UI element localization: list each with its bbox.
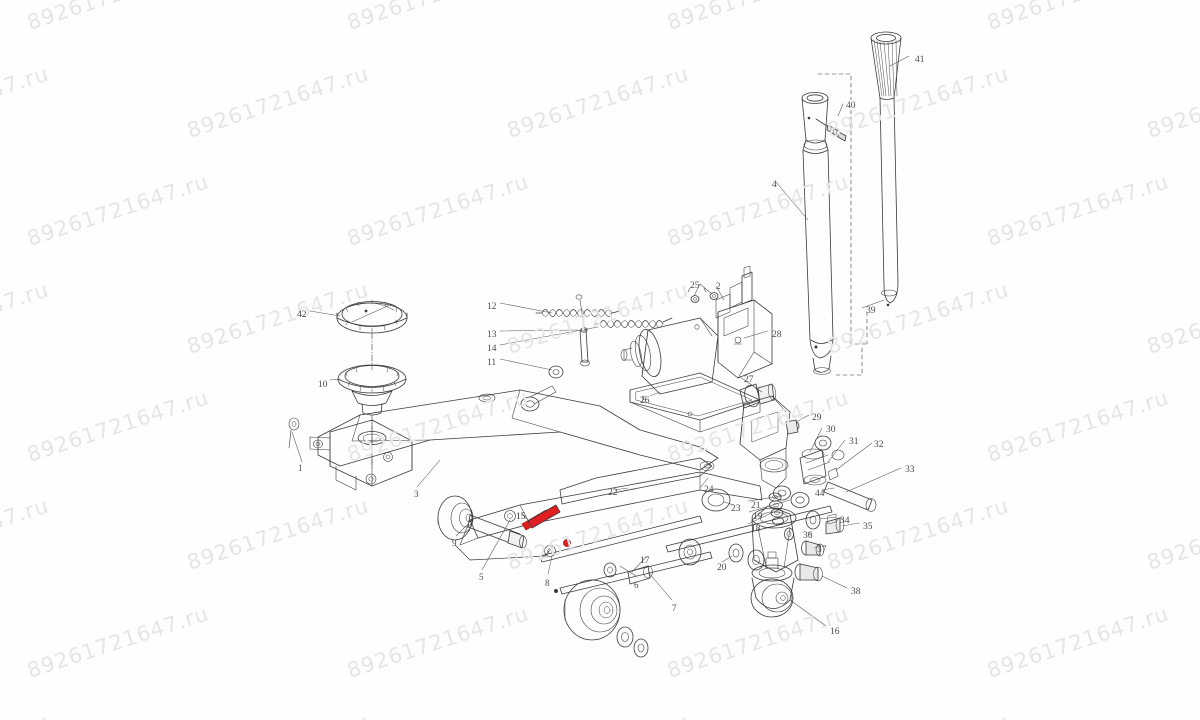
callout-4: 4 — [772, 180, 777, 190]
callout-7: 7 — [672, 603, 677, 613]
part-10-saddle-cup — [337, 364, 407, 416]
part-38-caster-bolts — [784, 527, 825, 582]
callout-23: 23 — [731, 504, 741, 514]
callout-17: 17 — [640, 556, 650, 566]
callout-8: 8 — [545, 578, 550, 588]
callout-11: 11 — [487, 358, 497, 368]
callout-21: 21 — [751, 501, 761, 511]
part-tie-rod-diag — [665, 505, 833, 553]
part-1-saddle-head-block — [288, 417, 413, 491]
part-24-handle-socket-bracket — [739, 395, 791, 489]
part-26-base-plate — [629, 372, 761, 433]
callout-32: 32 — [874, 440, 884, 450]
callout-36: 36 — [803, 531, 813, 541]
callout-26: 26 — [640, 396, 650, 406]
part-lift-arm-roller — [701, 488, 731, 512]
callout-25: 25 — [690, 281, 700, 291]
part-39-handle-lower-tube — [879, 97, 899, 307]
callout-5: 5 — [479, 572, 484, 582]
part-axle-rod — [467, 514, 527, 549]
part-30-ram-pin — [785, 419, 800, 435]
callout-20: 20 — [717, 563, 727, 573]
part-31-ram-sleeve — [799, 448, 831, 486]
callout-37: 37 — [817, 545, 827, 555]
part-11-pivot-collar — [520, 365, 564, 412]
callout-19: 19 — [753, 512, 763, 522]
callout-38: 38 — [851, 587, 861, 597]
part-19-spacer-rings — [773, 435, 845, 508]
callout-18: 18 — [751, 524, 761, 534]
part-17-roller-bracket — [603, 562, 653, 585]
callout-12: 12 — [487, 302, 497, 312]
callout-6: 6 — [634, 580, 639, 590]
callout-24: 24 — [704, 485, 714, 495]
callout-33: 33 — [905, 465, 915, 475]
callout-34: 34 — [840, 516, 850, 526]
part-25-valve-screws — [687, 287, 719, 303]
callout-22: 22 — [608, 488, 618, 498]
part-28-pump-valve-block — [715, 265, 773, 379]
part-rear-wheel-left — [437, 495, 474, 541]
part-20-bushing-pair — [728, 543, 765, 571]
part-34-35-bushing-screw — [805, 510, 845, 535]
callout-42: 42 — [297, 310, 307, 320]
callout-39: 39 — [866, 306, 876, 316]
part-tie-rod-upper — [539, 515, 703, 563]
callout-44: 44 — [815, 489, 825, 499]
part-33-pump-rod — [823, 467, 877, 512]
part-40-handle-lock-bolt — [815, 118, 847, 142]
callout-41: 41 — [915, 55, 925, 65]
part-roller-mid — [678, 538, 702, 566]
part-lift-arm-upper — [317, 389, 719, 471]
part-12-return-spring-upper — [535, 309, 621, 317]
callout-9: 9 — [452, 538, 457, 548]
callout-14: 14 — [487, 344, 497, 354]
callout-10: 10 — [318, 380, 328, 390]
part-lower-lift-arm — [454, 471, 763, 561]
callout-27: 27 — [744, 375, 754, 385]
part-22-side-link-bar — [559, 457, 715, 505]
part-42-saddle-top-pad — [336, 299, 408, 334]
part-15-highlight — [521, 504, 571, 547]
callout-31: 31 — [849, 437, 859, 447]
callout-35: 35 — [863, 522, 873, 532]
part-tie-rod-lower — [554, 551, 713, 595]
part-front-wheel — [563, 579, 621, 641]
part-41-handle-grip — [870, 31, 902, 100]
part-hydraulic-cylinder — [620, 317, 719, 395]
part-14-spring-lower — [593, 317, 673, 328]
part-front-wheel-washers — [616, 626, 649, 658]
callout-1: 1 — [298, 463, 303, 473]
callout-3: 3 — [414, 489, 419, 499]
part-21-washer-stack — [768, 492, 784, 526]
callout-2: 2 — [716, 281, 721, 291]
callout-30: 30 — [826, 425, 836, 435]
callout-28: 28 — [772, 330, 782, 340]
part-13-release-rod — [575, 294, 590, 367]
part-4-handle-outer-tube — [801, 92, 834, 375]
callout-29: 29 — [812, 413, 822, 423]
callout-13: 13 — [487, 330, 497, 340]
callout-15: 15 — [516, 512, 526, 522]
callout-16: 16 — [830, 627, 840, 637]
callout-40: 40 — [846, 101, 856, 111]
